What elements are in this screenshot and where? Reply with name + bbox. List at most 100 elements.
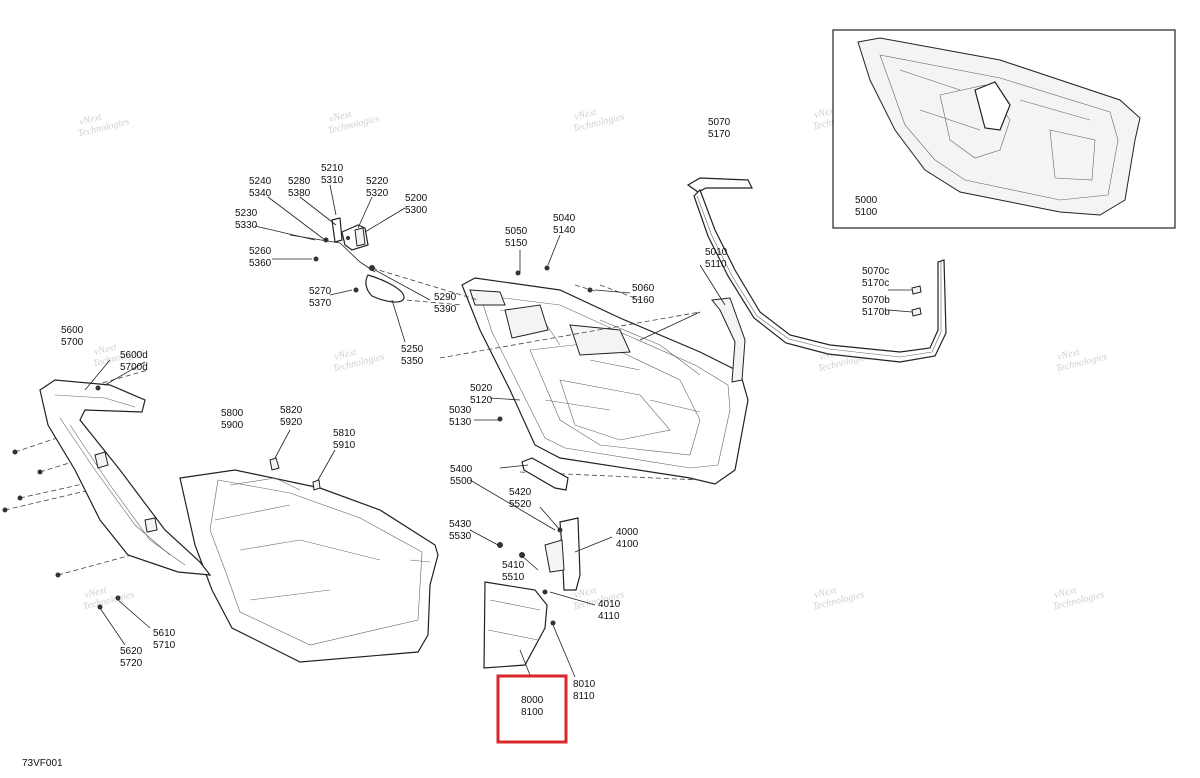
loose-clips — [911, 285, 922, 317]
svg-text:vNext: vNext — [1053, 585, 1078, 601]
hinge-and-bracket — [497, 265, 593, 626]
svg-text:5120: 5120 — [470, 395, 493, 406]
svg-text:5170c: 5170c — [862, 278, 889, 289]
weatherstrip-seal — [686, 177, 947, 363]
door-frame — [461, 277, 749, 485]
svg-text:5140: 5140 — [553, 225, 576, 236]
svg-text:5500: 5500 — [450, 476, 473, 487]
svg-text:vNext: vNext — [813, 105, 838, 121]
svg-text:vNext: vNext — [78, 112, 103, 128]
svg-text:5340: 5340 — [249, 188, 272, 199]
svg-text:vNext: vNext — [813, 585, 838, 601]
svg-text:5400: 5400 — [450, 464, 473, 475]
svg-text:5800: 5800 — [221, 408, 244, 419]
svg-text:4100: 4100 — [616, 539, 639, 550]
svg-text:8010: 8010 — [573, 679, 596, 690]
svg-text:4110: 4110 — [598, 611, 620, 622]
lower-panel — [483, 581, 548, 669]
svg-text:vNext: vNext — [573, 107, 598, 123]
svg-text:8000: 8000 — [521, 695, 544, 706]
svg-text:5370: 5370 — [309, 298, 332, 309]
svg-text:5810: 5810 — [333, 428, 356, 439]
svg-text:5720: 5720 — [120, 658, 143, 669]
svg-text:vNext: vNext — [328, 109, 353, 125]
svg-text:5070: 5070 — [708, 117, 731, 128]
svg-text:5700d: 5700d — [120, 362, 148, 373]
svg-text:5360: 5360 — [249, 258, 272, 269]
svg-text:5000: 5000 — [855, 195, 878, 206]
svg-text:5620: 5620 — [120, 646, 143, 657]
leader-lines — [84, 184, 913, 678]
svg-text:5350: 5350 — [401, 356, 424, 367]
svg-text:5710: 5710 — [153, 640, 176, 651]
svg-text:vNext: vNext — [1056, 347, 1081, 363]
latch-assembly — [289, 217, 405, 303]
inset-assembly-view — [832, 29, 1176, 229]
svg-text:4010: 4010 — [598, 599, 621, 610]
svg-text:5130: 5130 — [449, 417, 472, 428]
svg-text:5920: 5920 — [280, 417, 303, 428]
svg-text:5010: 5010 — [705, 247, 728, 258]
svg-text:5600d: 5600d — [120, 350, 148, 361]
svg-text:5510: 5510 — [502, 572, 525, 583]
svg-text:8100: 8100 — [521, 707, 544, 718]
svg-text:5390: 5390 — [434, 304, 457, 315]
svg-text:5410: 5410 — [502, 560, 525, 571]
svg-text:vNext: vNext — [333, 347, 358, 363]
svg-text:5020: 5020 — [470, 383, 493, 394]
svg-text:5280: 5280 — [288, 176, 311, 187]
svg-text:5110: 5110 — [705, 259, 727, 270]
svg-text:5290: 5290 — [434, 292, 457, 303]
svg-text:5380: 5380 — [288, 188, 311, 199]
svg-text:5910: 5910 — [333, 440, 356, 451]
svg-text:5330: 5330 — [235, 220, 258, 231]
svg-text:5220: 5220 — [366, 176, 389, 187]
svg-text:5070c: 5070c — [862, 266, 889, 277]
svg-text:5420: 5420 — [509, 487, 532, 498]
svg-text:5250: 5250 — [401, 344, 424, 355]
svg-text:4000: 4000 — [616, 527, 639, 538]
svg-text:5050: 5050 — [505, 226, 528, 237]
figure-code: 73VF001 — [22, 758, 63, 769]
svg-text:5820: 5820 — [280, 405, 303, 416]
highlight-box — [496, 674, 568, 744]
svg-text:5600: 5600 — [61, 325, 84, 336]
svg-text:5230: 5230 — [235, 208, 258, 219]
door-panel-outer — [179, 457, 439, 663]
svg-text:5150: 5150 — [505, 238, 528, 249]
svg-text:5900: 5900 — [221, 420, 244, 431]
svg-text:5270: 5270 — [309, 286, 332, 297]
svg-text:5310: 5310 — [321, 175, 344, 186]
svg-text:5030: 5030 — [449, 405, 472, 416]
svg-text:5060: 5060 — [632, 283, 655, 294]
svg-text:5610: 5610 — [153, 628, 176, 639]
